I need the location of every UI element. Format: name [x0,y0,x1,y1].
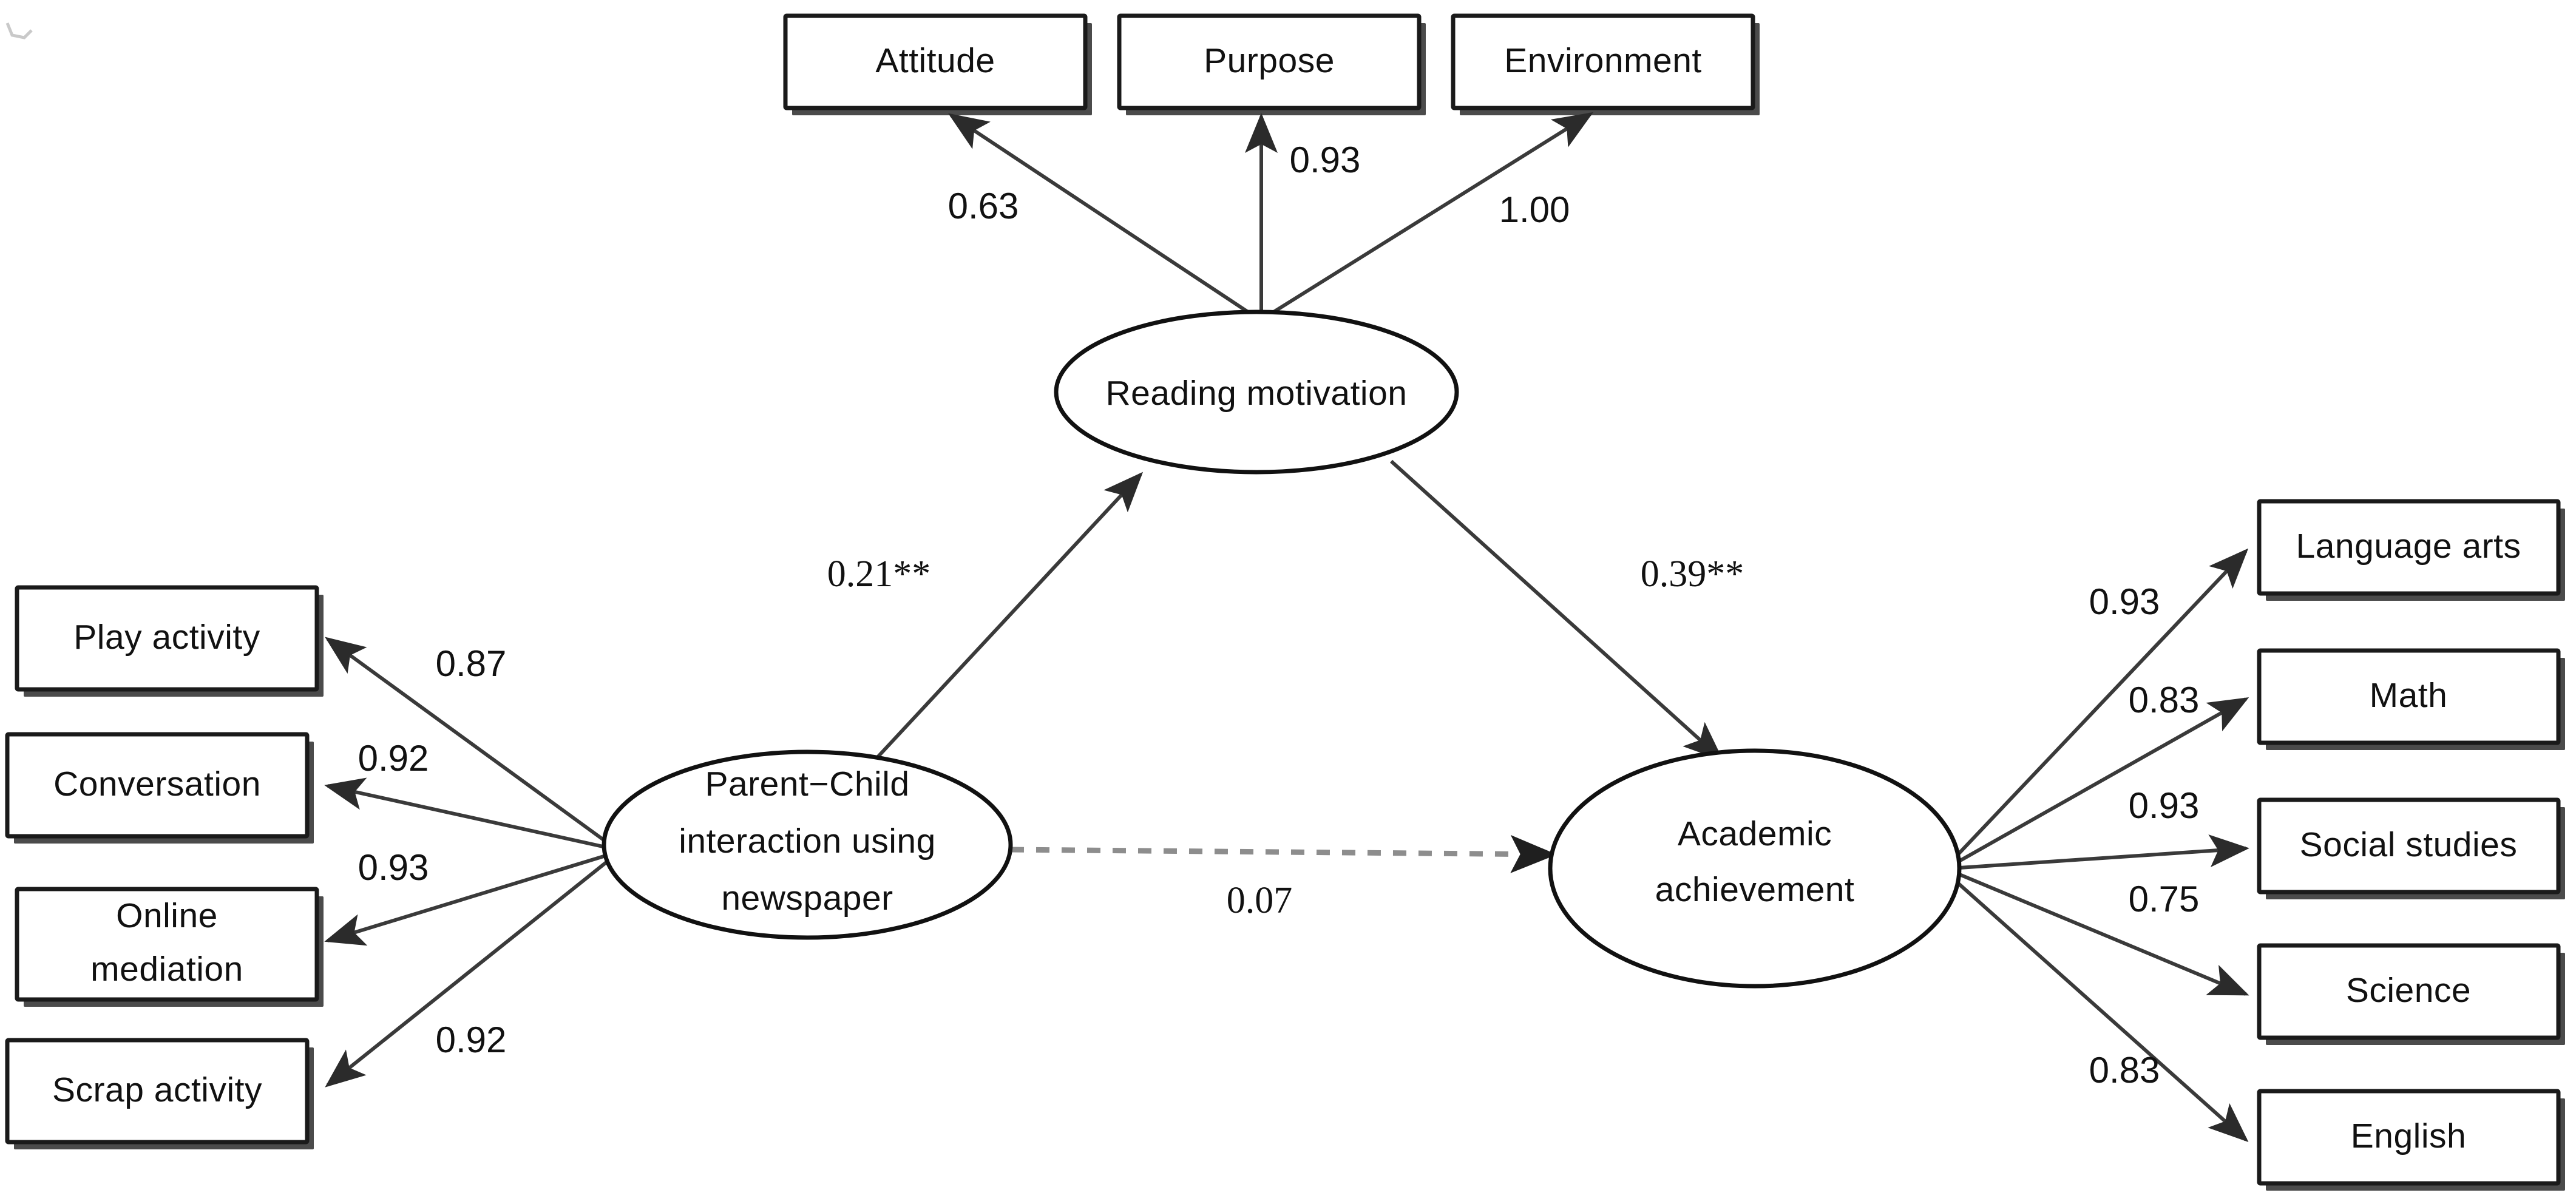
edge-academic-achievement-science [1957,872,2249,996]
latent-label-parent-child-line2: interaction using [679,822,936,861]
indicator-box-conversation[interactable]: Conversation [5,732,314,844]
indicator-label-conversation: Conversation [53,765,261,803]
indicator-box-attitude[interactable]: Attitude [783,13,1092,115]
indicator-box-play-activity[interactable]: Play activity [15,585,324,697]
indicator-box-online-mediation[interactable]: Online mediation [15,887,324,1007]
edge-parent-child-to-reading-motivation [871,472,1144,764]
loading-label-online-mediation: 0.93 [358,847,429,888]
edge-group-academic-achievement [1953,548,2249,1142]
indicator-label-math: Math [2370,676,2448,715]
indicator-label-scrap-activity: Scrap activity [52,1070,262,1109]
path-coefficient-parent-child-to-reading-motivation: 0.21** [827,553,931,595]
latent-label-parent-child-line3: newspaper [721,879,893,918]
indicator-box-language-arts[interactable]: Language arts [2257,499,2565,601]
indicator-label-online-mediation-line2: mediation [90,950,243,989]
indicator-box-social-studies[interactable]: Social studies [2257,797,2565,899]
indicator-box-scrap-activity[interactable]: Scrap activity [5,1038,314,1149]
loading-label-attitude: 0.63 [948,186,1019,226]
loading-label-conversation: 0.92 [358,738,429,779]
edge-academic-achievement-math [1957,697,2249,864]
loading-label-environment: 1.00 [1499,189,1570,230]
loading-label-language-arts: 0.93 [2089,581,2160,622]
indicator-label-purpose: Purpose [1204,41,1335,80]
indicator-box-science[interactable]: Science [2257,943,2565,1045]
edge-group-reading-motivation [947,112,1594,316]
indicator-label-language-arts: Language arts [2296,527,2521,566]
edge-reading-motivation-to-academic-achievement [1389,459,1724,762]
indicator-box-math[interactable]: Math [2257,648,2565,750]
latent-node-reading-motivation[interactable]: Reading motivation [1054,309,1459,475]
indicator-box-english[interactable]: English [2257,1089,2565,1191]
latent-node-academic-achievement[interactable]: Academic achievement [1548,748,1962,989]
loading-label-math: 0.83 [2129,680,2200,720]
loading-label-scrap-activity: 0.92 [436,1020,507,1060]
edge-parent-child-to-academic-achievement [1010,834,1557,873]
edge-group-structural [871,459,1724,873]
edge-parent-child-conversation [324,777,606,849]
indicator-label-play-activity: Play activity [73,618,260,657]
edge-academic-achievement-language-arts [1954,548,2249,859]
loading-label-science: 0.75 [2129,879,2200,919]
indicator-label-science: Science [2346,971,2471,1010]
latent-label-reading-motivation: Reading motivation [1106,374,1408,413]
latent-label-academic-achievement-line1: Academic [1678,814,1832,853]
indicator-label-environment: Environment [1504,41,1702,80]
scan-artifact [5,22,33,39]
edge-parent-child-scrap-activity [325,860,608,1087]
edge-academic-achievement-social-studies [1959,834,2249,870]
edge-academic-achievement-english [1953,878,2249,1142]
indicator-label-social-studies: Social studies [2300,825,2518,864]
edge-reading-motivation-environment [1269,112,1594,316]
indicator-label-english: English [2351,1117,2466,1155]
latent-label-parent-child-line1: Parent−Child [705,765,909,803]
indicator-label-online-mediation-line1: Online [116,896,218,935]
indicator-box-environment[interactable]: Environment [1451,13,1760,115]
indicator-label-attitude: Attitude [875,41,995,80]
loading-label-play-activity: 0.87 [436,643,507,684]
edge-parent-child-online-mediation [324,854,606,946]
path-coefficient-reading-motivation-to-academic-achievement: 0.39** [1641,553,1744,595]
loading-label-social-studies: 0.93 [2129,785,2200,826]
latent-node-parent-child[interactable]: Parent−Child interaction using newspaper [602,749,1013,940]
latent-label-academic-achievement-line2: achievement [1655,870,1855,909]
path-coefficient-parent-child-to-academic-achievement: 0.07 [1227,880,1293,921]
indicator-box-purpose[interactable]: Purpose [1117,13,1426,115]
edge-parent-child-play-activity [325,637,608,844]
edge-group-parent-child [324,637,608,1087]
loading-label-english: 0.83 [2089,1050,2160,1091]
edge-reading-motivation-attitude [947,113,1253,316]
loading-label-purpose: 0.93 [1290,140,1361,180]
